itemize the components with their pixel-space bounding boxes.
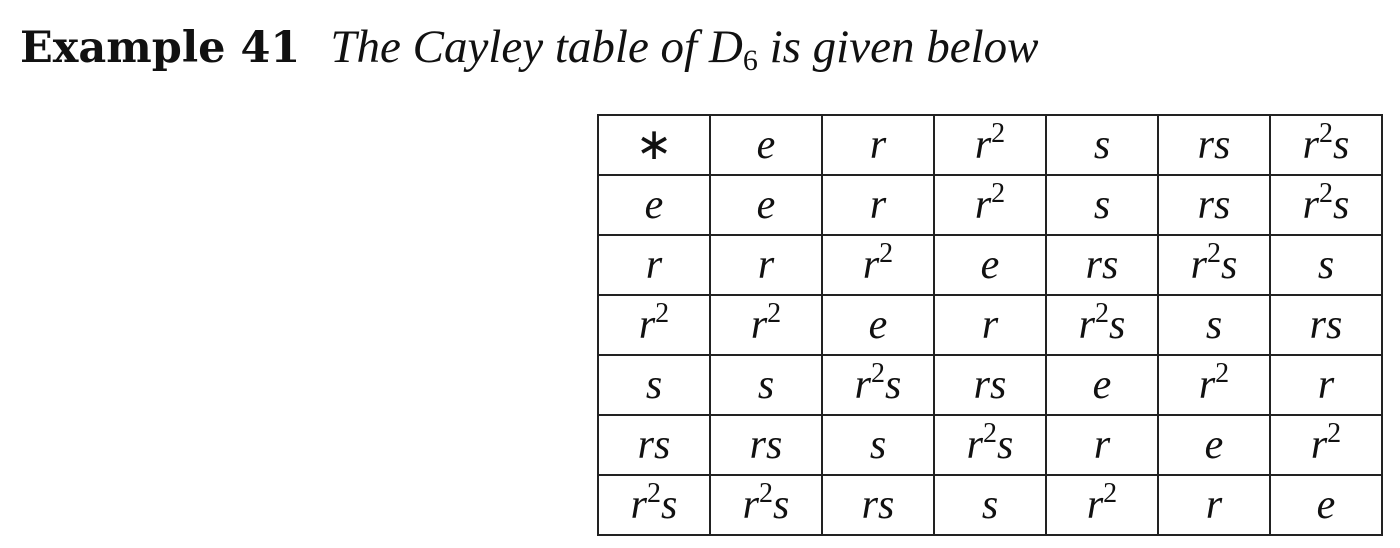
table-cell: e — [1269, 474, 1383, 536]
statement-before: The Cayley table of — [330, 21, 698, 73]
table-cell: r — [1045, 414, 1159, 476]
table-cell: r2 — [1157, 354, 1271, 416]
table-cell: s — [1045, 174, 1159, 236]
table-cell: r2s — [1269, 174, 1383, 236]
table-cell: rs — [933, 354, 1047, 416]
example-statement: The Cayley table of D6 is given below — [330, 21, 1039, 77]
table-cell: r — [1157, 474, 1271, 536]
table-cell: rs — [709, 414, 823, 476]
table-cell: s — [1269, 234, 1383, 296]
table-header-cell: r2 — [933, 114, 1047, 176]
table-cell: s — [709, 354, 823, 416]
table-cell: rs — [1269, 294, 1383, 356]
table-cell: r2 — [709, 294, 823, 356]
group-symbol: D6 — [708, 21, 758, 77]
table-cell: s — [821, 414, 935, 476]
table-header-cell: e — [709, 114, 823, 176]
table-cell: e — [821, 294, 935, 356]
example-heading: Example 41 The Cayley table of D6 is give… — [20, 16, 1038, 79]
table-cell: r2 — [821, 234, 935, 296]
table-header-cell: r — [597, 234, 711, 296]
table-cell: s — [1157, 294, 1271, 356]
table-header-cell: e — [597, 174, 711, 236]
table-header-cell: r — [821, 114, 935, 176]
table-header-cell: r2s — [1269, 114, 1383, 176]
table-cell: rs — [1045, 234, 1159, 296]
table-cell: r — [821, 174, 935, 236]
table-cell: r2 — [1269, 414, 1383, 476]
table-cell: e — [1045, 354, 1159, 416]
table-cell: r2s — [1045, 294, 1159, 356]
table-header-cell: s — [1045, 114, 1159, 176]
table-header-cell: r2 — [597, 294, 711, 356]
table-cell: r2s — [709, 474, 823, 536]
table-cell: r — [709, 234, 823, 296]
table-header-cell: s — [597, 354, 711, 416]
example-label: Example 41 — [20, 23, 301, 73]
table-cell: r2 — [933, 174, 1047, 236]
table-cell: rs — [1157, 174, 1271, 236]
table-cell: e — [709, 174, 823, 236]
table-cell: r2 — [1045, 474, 1159, 536]
table-cell: e — [1157, 414, 1271, 476]
table-cell: r2s — [933, 414, 1047, 476]
group-index: 6 — [742, 44, 758, 77]
table-header-cell: rs — [1157, 114, 1271, 176]
table-cell: s — [933, 474, 1047, 536]
table-header-cell: r2s — [597, 474, 711, 536]
table-header-cell: rs — [597, 414, 711, 476]
table-cell: r — [1269, 354, 1383, 416]
table-cell: e — [933, 234, 1047, 296]
operation-symbol-cell: ∗ — [597, 114, 711, 176]
statement-after: is given below — [769, 21, 1039, 73]
table-cell: r — [933, 294, 1047, 356]
table-cell: rs — [821, 474, 935, 536]
table-cell: r2s — [1157, 234, 1271, 296]
table-cell: r2s — [821, 354, 935, 416]
